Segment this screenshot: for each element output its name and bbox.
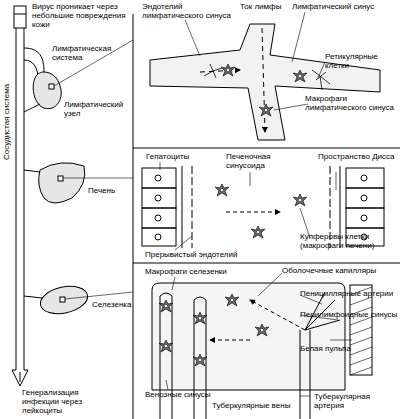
note-text: Генерализация инфекции через лейкоциты bbox=[22, 388, 102, 415]
part-label: Макрофаги лимфатического синуса bbox=[305, 94, 400, 112]
part-label: Венозные синусы bbox=[145, 390, 225, 399]
lymph-sinus-drawing bbox=[150, 12, 380, 140]
part-label: Перилимфоидные синусы bbox=[300, 310, 398, 319]
part-label: Белая пульпа bbox=[300, 344, 366, 353]
part-label: Туберкулярные вены bbox=[212, 401, 292, 410]
part-label: Оболочечные капилляры bbox=[282, 266, 398, 275]
panel-divider bbox=[133, 14, 134, 419]
organ-label: Селезенка bbox=[92, 300, 132, 309]
system-label: Лимфатическая система bbox=[52, 44, 122, 62]
organ-label: Печень bbox=[88, 186, 130, 195]
part-label: Макрофаги селезенки bbox=[145, 267, 245, 276]
part-label: Печеночная синусоида bbox=[226, 152, 286, 170]
part-label: Ретикулярные клетки bbox=[325, 52, 397, 70]
note-text: Вирус проникает через небольшие поврежде… bbox=[32, 2, 132, 29]
part-label: Лимфатический синус bbox=[292, 2, 397, 11]
panel-divider bbox=[133, 148, 400, 149]
vascular-tube bbox=[12, 6, 28, 386]
liver-shape bbox=[24, 163, 133, 203]
system-label: Сосудистая система bbox=[2, 84, 11, 160]
part-label: Купферовы клетки (макрофаги печени) bbox=[300, 232, 400, 250]
part-label: Туберкулярная артерия bbox=[314, 392, 394, 410]
part-label: Прерывистый эндотелий bbox=[145, 250, 255, 259]
part-label: Ток лимфы bbox=[240, 2, 290, 11]
organ-label: Лимфатический узел bbox=[64, 100, 130, 118]
panel-divider bbox=[133, 263, 400, 264]
spleen-shape bbox=[24, 282, 133, 317]
macrophage-cells bbox=[159, 64, 307, 366]
part-label: Эндотелий лимфатического синуса bbox=[142, 2, 238, 20]
part-label: Гепатоциты bbox=[146, 152, 206, 161]
part-label: Пространство Дисса bbox=[318, 152, 396, 161]
part-label: Пенициллярные артерии bbox=[300, 289, 398, 298]
